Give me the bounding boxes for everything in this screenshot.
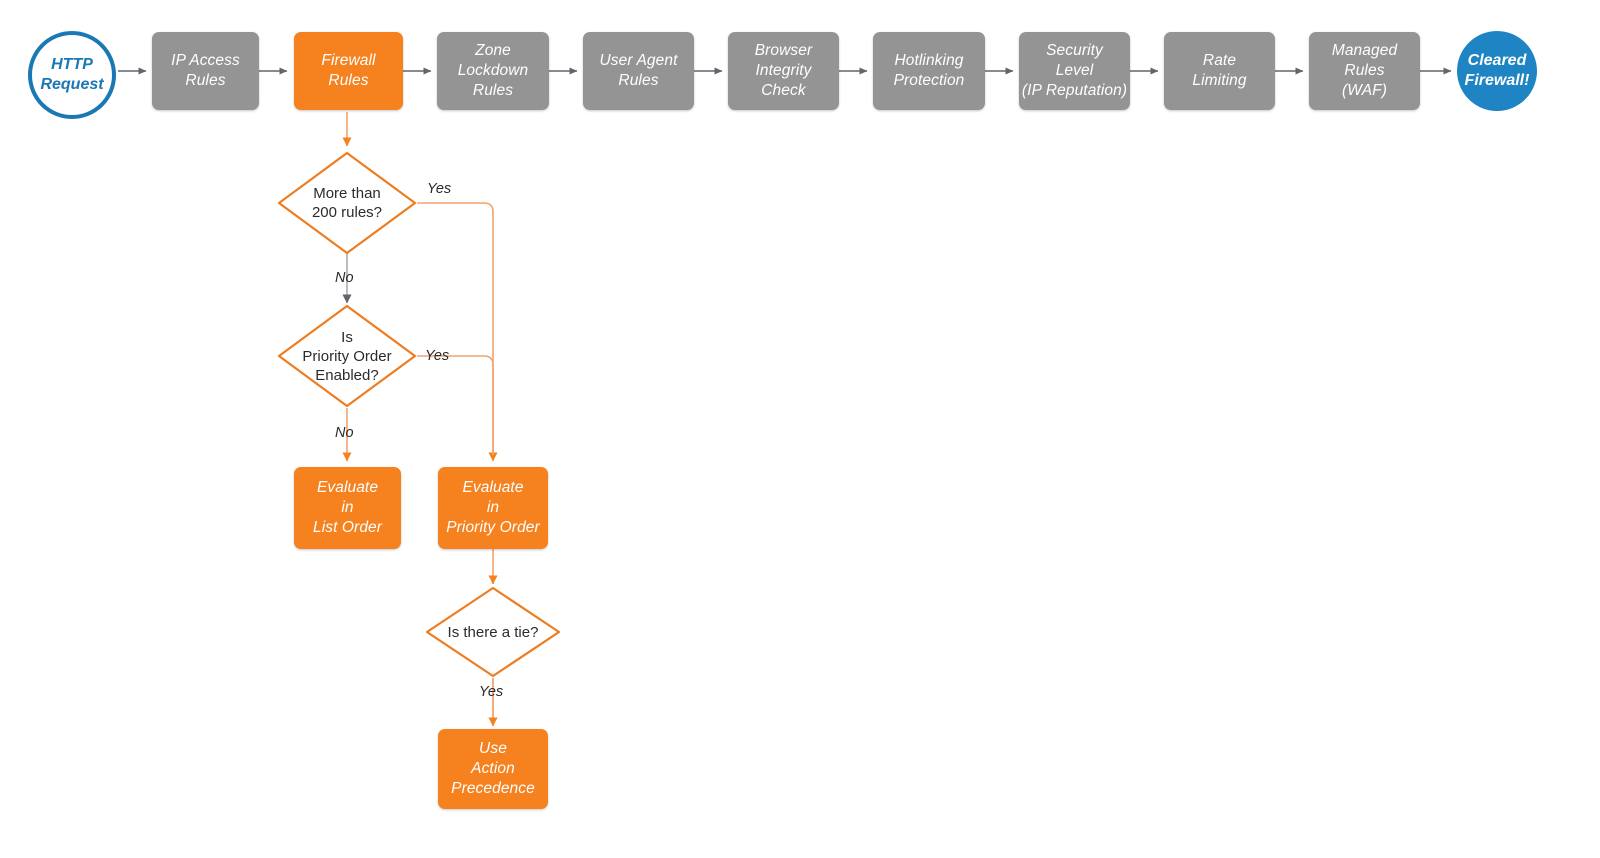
decision-is-priority-order-enabled[interactable]: Is Priority Order Enabled? xyxy=(277,304,417,408)
node-evaluate-in-list-order[interactable]: Evaluate in List Order xyxy=(294,467,401,549)
decision-label: Is Priority Order Enabled? xyxy=(302,328,392,384)
decision-label: More than 200 rules? xyxy=(311,185,383,221)
node-rate-limiting[interactable]: Rate Limiting xyxy=(1164,32,1275,110)
node-evaluate-in-priority-order[interactable]: Evaluate in Priority Order xyxy=(438,467,548,549)
decision-more-than-200-rules[interactable]: More than 200 rules? xyxy=(277,151,417,255)
edge-label-priority-order-no: No xyxy=(335,425,354,441)
diamond-shape xyxy=(425,586,561,678)
node-security-level[interactable]: Security Level (IP Reputation) xyxy=(1019,32,1130,110)
node-hotlinking-protection[interactable]: Hotlinking Protection xyxy=(873,32,985,110)
edge-label-more-than-200-no: No xyxy=(335,270,354,286)
node-zone-lockdown-rules[interactable]: Zone Lockdown Rules xyxy=(437,32,549,110)
node-browser-integrity-check[interactable]: Browser Integrity Check xyxy=(728,32,839,110)
decision-label: Is there a tie? xyxy=(447,623,539,641)
edge-more-than-200-yes xyxy=(417,202,498,462)
edge-label-tie-yes: Yes xyxy=(479,684,504,700)
node-managed-rules-waf[interactable]: Managed Rules (WAF) xyxy=(1309,32,1420,110)
node-user-agent-rules[interactable]: User Agent Rules xyxy=(583,32,694,110)
diamond-shape xyxy=(277,304,417,408)
decision-is-there-a-tie[interactable]: Is there a tie? xyxy=(425,586,561,678)
edge-priority-order-yes xyxy=(417,355,494,455)
node-firewall-rules[interactable]: Firewall Rules xyxy=(294,32,403,110)
diamond-shape xyxy=(277,151,417,255)
node-use-action-precedence[interactable]: Use Action Precedence xyxy=(438,729,548,809)
node-ip-access-rules[interactable]: IP Access Rules xyxy=(152,32,259,110)
node-cleared-firewall[interactable]: Cleared Firewall! xyxy=(1457,31,1537,111)
node-http-request[interactable]: HTTP Request xyxy=(28,31,116,119)
edge-label-priority-order-yes: Yes xyxy=(425,348,450,364)
edge-label-more-than-200-yes: Yes xyxy=(427,181,452,197)
